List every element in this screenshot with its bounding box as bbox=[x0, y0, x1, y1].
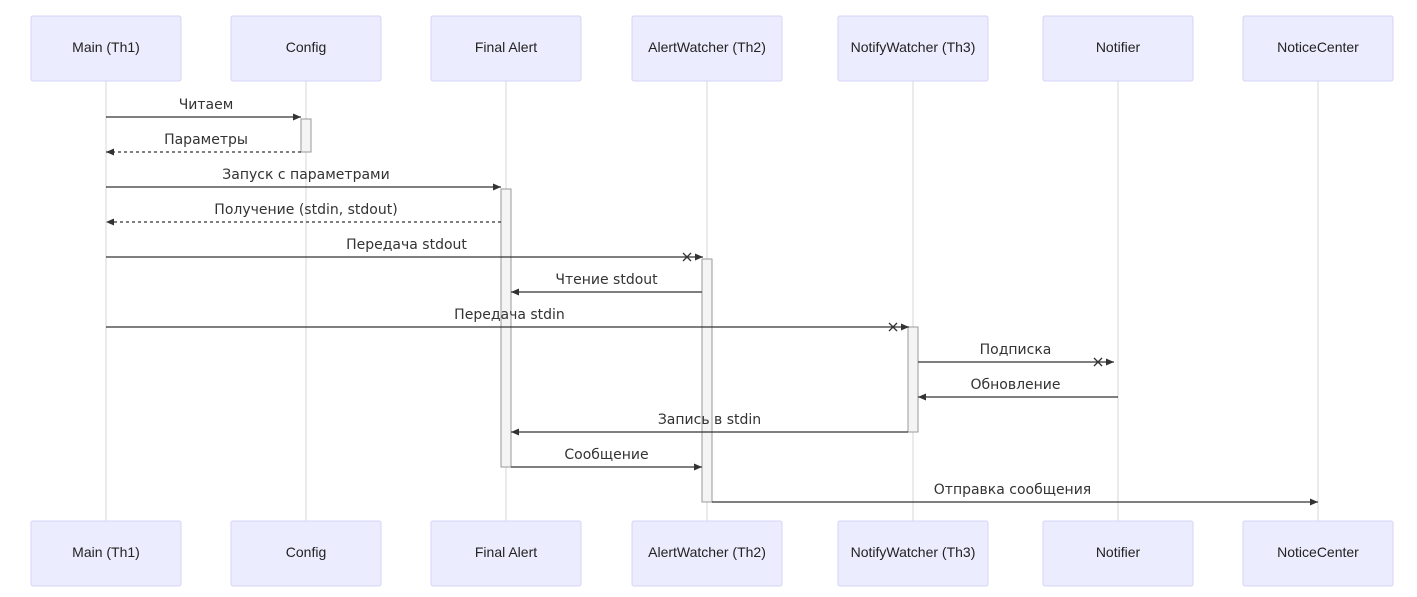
message-12: Отправка сообщения bbox=[712, 482, 1318, 506]
message-11: Сообщение bbox=[511, 447, 702, 471]
actor-nw-top: NotifyWatcher (Th3) bbox=[837, 15, 989, 82]
actor-aw-bottom: AlertWatcher (Th2) bbox=[631, 520, 783, 587]
actor-main-top: Main (Th1) bbox=[30, 15, 182, 82]
actor-nc-top: NoticeCenter bbox=[1242, 15, 1394, 82]
actor-box bbox=[1242, 15, 1394, 82]
arrowhead bbox=[695, 253, 703, 261]
arrowhead bbox=[106, 218, 114, 226]
actor-label: NotifyWatcher (Th3) bbox=[851, 544, 976, 560]
activation-bar-config bbox=[300, 118, 312, 153]
message-label: Передача stdin bbox=[454, 307, 565, 323]
message-label: Запись в stdin bbox=[658, 412, 761, 428]
actor-nw-bottom: NotifyWatcher (Th3) bbox=[837, 520, 989, 587]
activations bbox=[300, 118, 919, 503]
arrowhead bbox=[901, 323, 909, 331]
actor-label: Main (Th1) bbox=[72, 544, 140, 560]
message-9: Обновление bbox=[918, 377, 1118, 401]
actor-box bbox=[837, 520, 989, 587]
actor-box bbox=[430, 15, 582, 82]
actor-label: Final Alert bbox=[475, 39, 537, 55]
actor-label: Final Alert bbox=[475, 544, 537, 560]
arrowhead bbox=[511, 288, 519, 296]
actor-config-bottom: Config bbox=[230, 520, 382, 587]
actor-label: Main (Th1) bbox=[72, 39, 140, 55]
actor-box bbox=[1042, 520, 1194, 587]
actor-box bbox=[1242, 520, 1394, 587]
message-1: Читаем bbox=[106, 97, 301, 121]
message-label: Обновление bbox=[970, 377, 1060, 393]
cross-marker bbox=[682, 252, 692, 262]
actor-box bbox=[631, 15, 783, 82]
actor-box bbox=[230, 520, 382, 587]
actor-final-top: Final Alert bbox=[430, 15, 582, 82]
message-label: Отправка сообщения bbox=[934, 482, 1091, 498]
arrowhead bbox=[493, 183, 501, 191]
message-5: Передача stdout bbox=[106, 237, 703, 262]
actor-notifier-top: Notifier bbox=[1042, 15, 1194, 82]
actor-nc-bottom: NoticeCenter bbox=[1242, 520, 1394, 587]
message-label: Параметры bbox=[164, 132, 248, 148]
message-label: Передача stdout bbox=[346, 237, 467, 253]
message-4: Получение (stdin, stdout) bbox=[106, 202, 501, 226]
message-label: Чтение stdout bbox=[555, 272, 658, 288]
message-10: Запись в stdin bbox=[511, 412, 908, 436]
actors-bottom: Main (Th1) Config Final Alert AlertWatcher … bbox=[30, 520, 1394, 587]
activation-bar-aw bbox=[701, 258, 713, 503]
arrowhead bbox=[918, 393, 926, 401]
message-label: Читаем bbox=[179, 97, 234, 113]
activation-bar-final bbox=[500, 188, 512, 468]
message-8: Подписка bbox=[918, 342, 1114, 367]
message-label: Получение (stdin, stdout) bbox=[214, 202, 397, 218]
actor-label: AlertWatcher (Th2) bbox=[648, 39, 766, 55]
actor-config-top: Config bbox=[230, 15, 382, 82]
arrowhead bbox=[106, 148, 114, 156]
actor-box bbox=[230, 15, 382, 82]
actor-box bbox=[30, 15, 182, 82]
activation-bar-nw bbox=[907, 326, 919, 433]
arrowhead bbox=[694, 463, 702, 471]
message-2: Параметры bbox=[106, 132, 301, 156]
actor-box bbox=[1042, 15, 1194, 82]
message-label: Подписка bbox=[980, 342, 1052, 358]
actor-label: Notifier bbox=[1096, 544, 1141, 560]
cross-marker bbox=[888, 322, 898, 332]
message-7: Передача stdin bbox=[106, 307, 909, 332]
actor-final-bottom: Final Alert bbox=[430, 520, 582, 587]
actor-box bbox=[430, 520, 582, 587]
actor-aw-top: AlertWatcher (Th2) bbox=[631, 15, 783, 82]
arrowhead bbox=[1106, 358, 1114, 366]
arrowhead bbox=[511, 428, 519, 436]
actor-label: NoticeCenter bbox=[1277, 544, 1359, 560]
actor-label: Config bbox=[286, 544, 326, 560]
actor-label: AlertWatcher (Th2) bbox=[648, 544, 766, 560]
actors-top: Main (Th1) Config Final Alert AlertWatcher … bbox=[30, 15, 1394, 82]
actor-box bbox=[30, 520, 182, 587]
actor-box bbox=[631, 520, 783, 587]
actor-notifier-bottom: Notifier bbox=[1042, 520, 1194, 587]
actor-label: NotifyWatcher (Th3) bbox=[851, 39, 976, 55]
actor-main-bottom: Main (Th1) bbox=[30, 520, 182, 587]
actor-label: NoticeCenter bbox=[1277, 39, 1359, 55]
arrowhead bbox=[293, 113, 301, 121]
actor-box bbox=[837, 15, 989, 82]
message-label: Сообщение bbox=[564, 447, 648, 463]
message-3: Запуск с параметрами bbox=[106, 167, 501, 191]
cross-marker bbox=[1093, 357, 1103, 367]
actor-label: Config bbox=[286, 39, 326, 55]
arrowhead bbox=[1310, 498, 1318, 506]
actor-label: Notifier bbox=[1096, 39, 1141, 55]
message-6: Чтение stdout bbox=[511, 272, 702, 296]
message-label: Запуск с параметрами bbox=[222, 167, 389, 183]
